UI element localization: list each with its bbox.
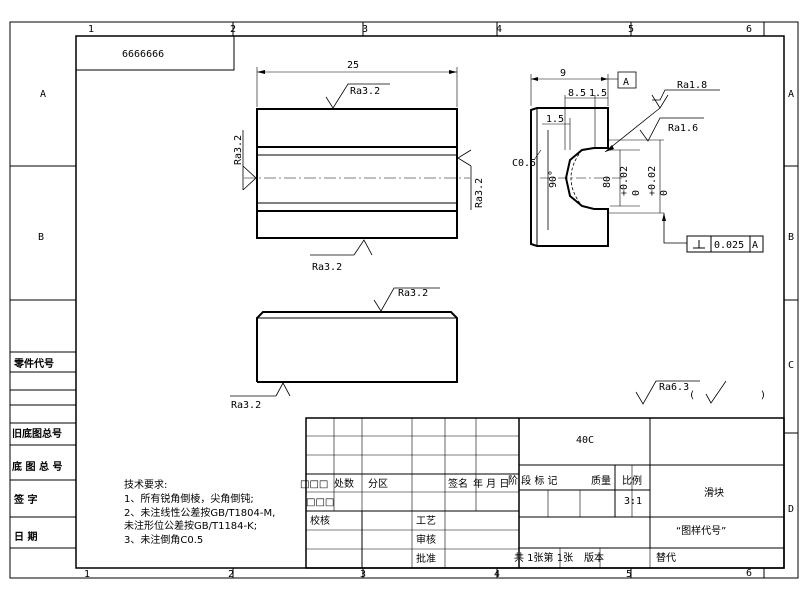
tb-material: 40C [576, 435, 594, 446]
front-ra-left: Ra3.2 [233, 135, 244, 165]
tb-checker: 校核 [310, 514, 330, 527]
front-ra-top: Ra3.2 [350, 86, 380, 97]
top-ra-bottom: Ra3.2 [231, 400, 261, 411]
row-label-right-a: A [788, 89, 794, 100]
tb-mass-label: 质量 [591, 475, 611, 487]
tb-ymd: 年 月 日 [473, 477, 509, 490]
general-roughness [635, 380, 727, 405]
col-label-bottom-5: 5 [626, 569, 632, 580]
left-signature: 签 字 [13, 493, 37, 506]
top-view [230, 287, 458, 397]
col-label-top-1: 1 [88, 24, 94, 35]
tb-review: 审核 [416, 533, 436, 546]
side-ra-1-8: Ra1.8 [677, 80, 707, 91]
title-block-grid [305, 417, 785, 569]
notes-title: 技术要求: [124, 478, 167, 491]
front-dim-length: 25 [347, 60, 359, 71]
tb-sign-label: 签名 [448, 477, 468, 490]
left-old-drawing-no: 旧底图总号 [12, 427, 62, 440]
left-strip-grid [10, 351, 76, 549]
col-label-bottom-1: 1 [84, 569, 90, 580]
left-base-drawing-no: 底 图 总 号 [12, 460, 62, 473]
top-zone-ticks [10, 22, 798, 578]
side-tol-1: +0.02 [619, 166, 630, 196]
row-label-right-d: D [788, 504, 794, 515]
top-ra-top: Ra3.2 [398, 288, 428, 299]
tb-rev-count: 处数 [334, 477, 354, 490]
gtol-value: 0.025 [714, 240, 744, 251]
gtol-datum: A [752, 240, 758, 251]
inner-border [75, 35, 785, 569]
front-ra-bottom: Ra3.2 [312, 262, 342, 273]
notes-line-2: 2、未注线性公差按GB/T1804-M, [124, 506, 275, 519]
tb-version: 版本 [584, 551, 604, 564]
notes-line-4: 3、未注倒角C0.5 [124, 533, 203, 546]
tb-scale-value: 3:1 [624, 496, 642, 507]
side-tol-2: +0.02 [647, 166, 658, 196]
tb-part-name: 滑块 [704, 487, 724, 499]
side-dim-8-5: 8.5 [568, 88, 586, 99]
front-view-outline [256, 108, 458, 239]
side-view-outline [530, 107, 609, 247]
side-ra-1-6: Ra1.6 [668, 123, 698, 134]
side-dim-9: 9 [560, 68, 566, 79]
tb-stage-label: 阶 段 标 记 [508, 474, 558, 487]
tb-sheets: 共 1张第 1张 [514, 551, 573, 564]
col-label-bottom-6: 6 [746, 568, 752, 579]
side-dim-80: 80 [602, 176, 613, 188]
col-label-top-5: 5 [628, 24, 634, 35]
corner-code: 6666666 [122, 49, 164, 60]
tb-replace: 替代 [656, 551, 676, 564]
side-chamfer: C0.5 [512, 158, 536, 169]
col-label-bottom-4: 4 [494, 569, 500, 580]
side-dim-1-5-a: 1.5 [589, 88, 607, 99]
col-label-bottom-3: 3 [360, 569, 366, 580]
tb-drawing-code: “图样代号” [676, 524, 726, 537]
tb-process: 工艺 [416, 515, 436, 527]
notes-line-1: 1、所有锐角倒棱，尖角倒钝; [124, 492, 254, 505]
row-label-right-b: B [788, 232, 794, 243]
col-label-top-2: 2 [230, 24, 236, 35]
side-tol-1-lower: 0 [631, 190, 642, 196]
general-ra: Ra6.3 [659, 382, 689, 393]
col-label-bottom-2: 2 [228, 569, 234, 580]
side-view [530, 71, 720, 247]
front-view [242, 67, 472, 256]
tb-zone: 分区 [368, 478, 388, 490]
tb-approve: 批准 [416, 552, 436, 565]
gtol-frame [686, 235, 764, 253]
notes-line-3: 未注形位公差按GB/T1184-K; [124, 519, 257, 532]
tb-scale-label: 比例 [622, 474, 642, 487]
row-label-right-c: C [788, 360, 794, 371]
corner-code-box [75, 35, 235, 71]
row-label-left-b: B [38, 232, 44, 243]
general-close-paren: ) [760, 390, 766, 401]
row-label-left-a: A [40, 89, 46, 100]
side-datum-a: A [623, 77, 629, 88]
side-tol-2-lower: 0 [659, 190, 670, 196]
front-ra-right: Ra3.2 [474, 178, 485, 208]
top-view-outline [256, 311, 458, 383]
left-date: 日 期 [14, 530, 37, 543]
tb-rev-mark: □□□ [300, 479, 328, 490]
col-label-top-6: 6 [746, 24, 752, 35]
left-part-code: 零件代号 [13, 357, 54, 370]
side-angle-90: 90° [548, 170, 559, 188]
side-dim-1-5-b: 1.5 [546, 114, 564, 125]
col-label-top-3: 3 [362, 24, 368, 35]
tb-design: □□□ [306, 497, 334, 508]
col-label-top-4: 4 [496, 24, 502, 35]
general-open-paren: ( [689, 390, 695, 401]
